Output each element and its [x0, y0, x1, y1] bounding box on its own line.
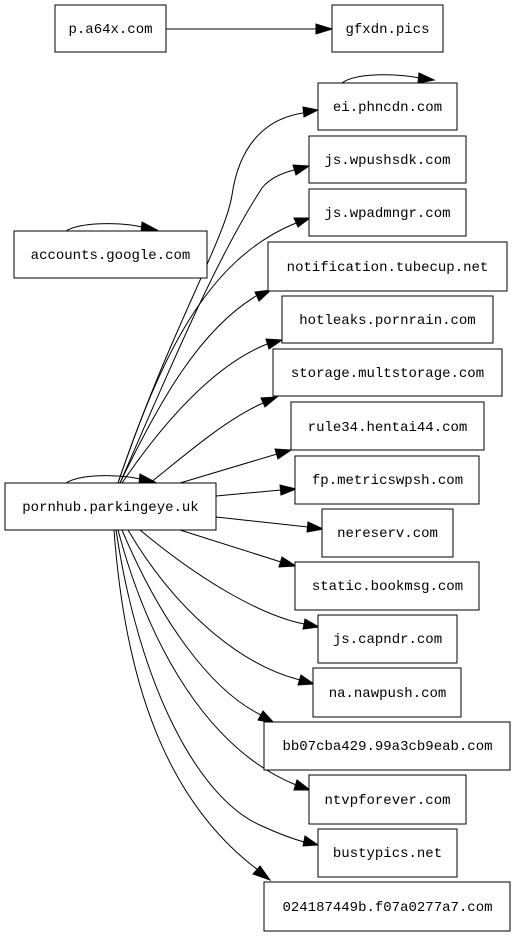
- edge-pornhub-to-notification-tubecup: [119, 289, 273, 484]
- node-label: fp.metricswpsh.com: [312, 473, 463, 489]
- node-label: 024187449b.f07a0277a7.com: [282, 900, 492, 916]
- node-ei-phncdn[interactable]: ei.phncdn.com: [317, 82, 458, 131]
- edge-pornhub-to-ntvpforever: [117, 529, 312, 791]
- node-label: js.capndr.com: [333, 632, 442, 648]
- node-label: bb07cba429.99a3cb9eab.com: [282, 739, 492, 755]
- node-label: nereserv.com: [337, 526, 438, 542]
- node-notification-tubecup[interactable]: notification.tubecup.net: [267, 241, 508, 292]
- node-bustypics[interactable]: bustypics.net: [317, 828, 458, 878]
- node-js-wpadmngr[interactable]: js.wpadmngr.com: [308, 188, 467, 237]
- node-label: static.bookmsg.com: [312, 579, 463, 595]
- edge-pornhub-to-rule34: [179, 448, 293, 484]
- node-label: na.nawpush.com: [329, 686, 447, 702]
- edge-pornhub-to-hotleaks: [121, 338, 284, 484]
- node-label: rule34.hentai44.com: [308, 420, 468, 436]
- node-storage-multstorage[interactable]: storage.multstorage.com: [272, 348, 503, 397]
- node-na-nawpush[interactable]: na.nawpush.com: [312, 667, 462, 718]
- edge-pornhub-to-storage-multstorage: [149, 396, 279, 484]
- node-label: storage.multstorage.com: [291, 366, 484, 382]
- node-label: js.wpushsdk.com: [324, 153, 450, 169]
- edge-pornhub-to-ei-phncdn: [117, 106, 320, 484]
- node-label: accounts.google.com: [31, 248, 191, 264]
- edge-pornhub-to-js-wpadmngr: [117, 217, 312, 484]
- node-fp-metricswpsh[interactable]: fp.metricswpsh.com: [294, 455, 480, 505]
- node-p-a64x[interactable]: p.a64x.com: [54, 4, 167, 53]
- node-label: gfxdn.pics: [345, 22, 429, 38]
- node-static-bookmsg[interactable]: static.bookmsg.com: [294, 561, 480, 611]
- edge-pornhub-to-na-nawpush: [127, 529, 316, 686]
- edge-p-a64x-to-gfxdn: [166, 23, 334, 35]
- edge-ei-phncdn-self-loop: [341, 72, 436, 84]
- node-label: pornhub.parkingeye.uk: [22, 500, 198, 516]
- edge-pornhub-to-js-wpushsdk: [119, 164, 311, 484]
- node-label: ei.phncdn.com: [333, 100, 442, 116]
- node-accounts-google[interactable]: accounts.google.com: [13, 230, 208, 279]
- edge-pornhub-to-024187449b: [113, 529, 272, 881]
- nodes: p.a64x.com gfxdn.pics ei.phncdn.com js.w…: [4, 4, 511, 932]
- node-label: ntvpforever.com: [324, 793, 450, 809]
- edge-pornhub-to-static-bookmsg: [179, 529, 298, 568]
- node-hotleaks-pornrain[interactable]: hotleaks.pornrain.com: [281, 295, 494, 344]
- node-label: bustypics.net: [333, 846, 442, 862]
- node-label: p.a64x.com: [68, 22, 152, 38]
- node-gfxdn[interactable]: gfxdn.pics: [331, 4, 444, 53]
- node-ntvpforever[interactable]: ntvpforever.com: [308, 774, 467, 825]
- node-js-wpushsdk[interactable]: js.wpushsdk.com: [308, 135, 467, 184]
- node-label: hotleaks.pornrain.com: [299, 313, 475, 329]
- node-label: notification.tubecup.net: [287, 260, 489, 276]
- edge-pornhub-to-bustypics: [115, 529, 320, 847]
- node-bb07cba[interactable]: bb07cba429.99a3cb9eab.com: [263, 721, 511, 771]
- node-label: js.wpadmngr.com: [324, 206, 450, 222]
- node-pornhub-parkingeye[interactable]: pornhub.parkingeye.uk: [4, 482, 217, 531]
- edge-pornhub-to-nereserv: [215, 516, 325, 533]
- edge-pornhub-to-fp-metricswpsh: [215, 484, 298, 497]
- node-024187449b[interactable]: 024187449b.f07a0277a7.com: [263, 881, 511, 932]
- node-js-capndr[interactable]: js.capndr.com: [317, 614, 458, 664]
- edge-pornhub-to-js-capndr: [139, 529, 321, 630]
- node-nereserv[interactable]: nereserv.com: [321, 508, 454, 558]
- node-rule34-hentai44[interactable]: rule34.hentai44.com: [290, 401, 485, 451]
